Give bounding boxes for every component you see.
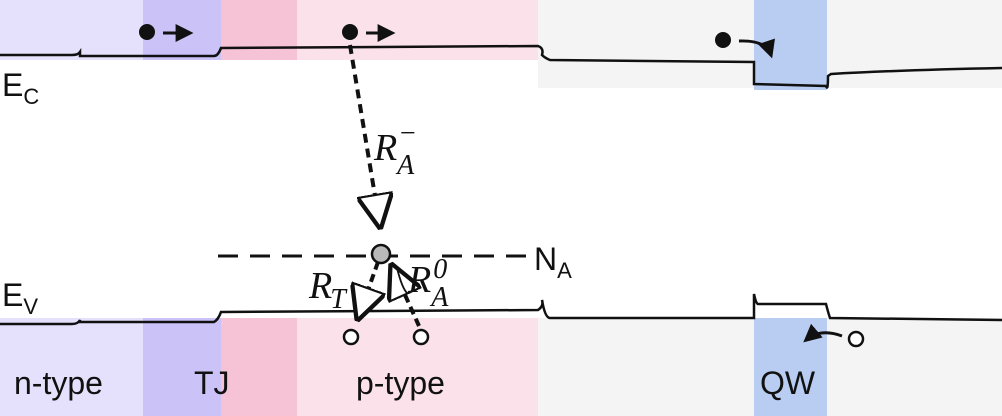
qw-label: QW <box>760 365 816 401</box>
tj-region-left-bottom <box>143 318 221 416</box>
ra-minus-arrow <box>348 44 380 226</box>
hole-p-type-left <box>342 328 360 346</box>
rt-arrow <box>358 261 378 318</box>
hole-p-type-right <box>412 328 430 346</box>
ra0-curl-arrow <box>396 267 408 294</box>
hole-qw <box>803 323 865 348</box>
rt-label: RT <box>308 265 348 315</box>
ra0-arrow <box>392 266 419 327</box>
n-type-region-bottom <box>0 318 143 416</box>
conduction-band-edge <box>0 44 1002 89</box>
ec-label: EC <box>2 67 39 109</box>
acceptor-state <box>370 243 392 265</box>
n-type-region <box>0 0 143 60</box>
electron-p-type <box>342 24 396 42</box>
electron-n-type <box>139 24 194 42</box>
electron-qw <box>715 32 775 59</box>
ev-label: EV <box>2 277 38 319</box>
ra-minus-label: R−A <box>373 118 417 181</box>
tj-region-right <box>221 0 297 60</box>
n-type-label: n-type <box>14 365 103 401</box>
tj-region-right-bottom <box>221 318 297 416</box>
valence-band-edge <box>0 293 1002 326</box>
na-label: NA <box>534 241 572 283</box>
tj-label: TJ <box>194 365 230 401</box>
p-type-label: p-type <box>356 365 445 401</box>
p-type-region <box>297 0 538 60</box>
